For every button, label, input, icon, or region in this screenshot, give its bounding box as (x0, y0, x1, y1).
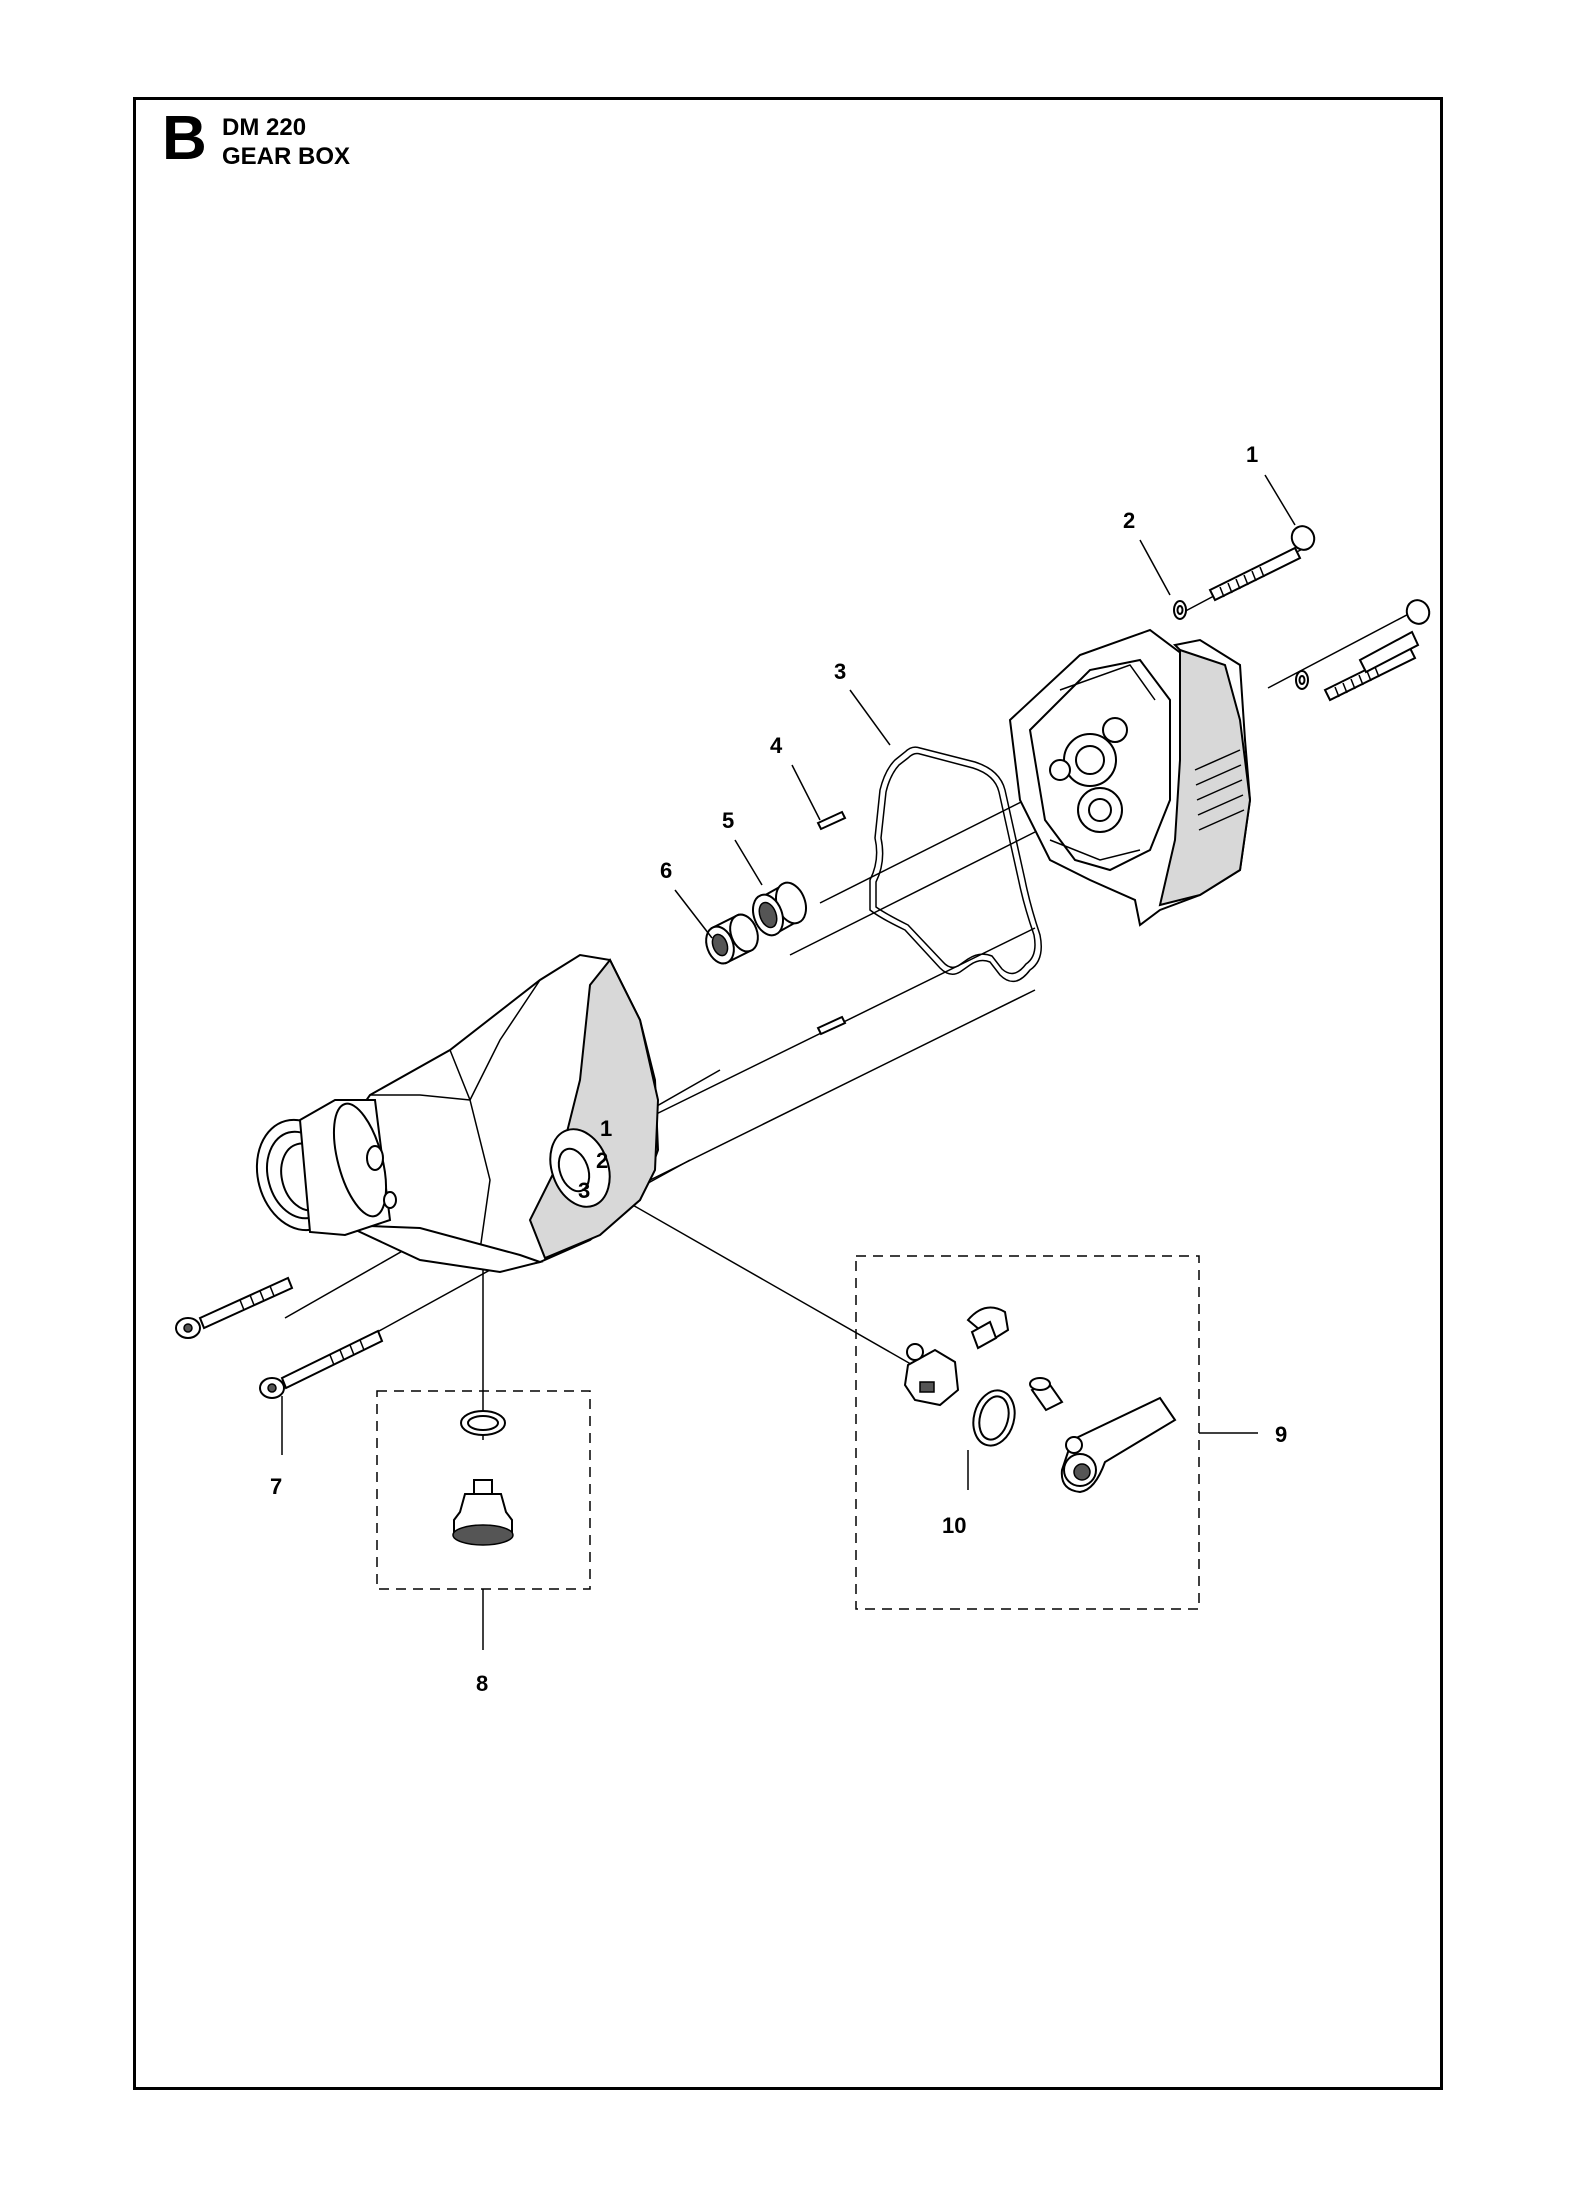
page-frame (133, 97, 1443, 2090)
callout-8: 8 (476, 1671, 488, 1696)
callout-6: 6 (660, 858, 672, 883)
gearbox-cover (1008, 628, 1252, 927)
model-name: DM 220 (222, 114, 307, 141)
callout-2: 2 (1123, 508, 1135, 533)
callout-labels: 1 2 3 4 5 6 7 8 9 10 (270, 442, 1287, 1696)
bearing-part-5 (752, 881, 807, 937)
gear-housing: 1 2 3 (255, 953, 660, 1274)
bolt-part-7 (175, 1276, 384, 1399)
needle-bearing-part-6 (705, 913, 759, 965)
callout-7: 7 (270, 1474, 282, 1499)
assembly-lines (284, 544, 1421, 1483)
gasket-part-3 (869, 746, 1042, 983)
washer-part-2 (1173, 600, 1309, 690)
callout-3: 3 (834, 659, 846, 684)
dial-mark-2: 2 (596, 1148, 608, 1173)
plug-kit-part-8 (376, 1390, 591, 1650)
bolt-part-1 (1208, 525, 1431, 702)
callout-leaders (281, 474, 1296, 1490)
callout-9: 9 (1275, 1422, 1287, 1447)
page-title: GEAR BOX (222, 143, 351, 170)
dial-mark-3: 3 (578, 1178, 590, 1203)
callout-5: 5 (722, 808, 734, 833)
callout-4: 4 (770, 733, 783, 758)
callout-10: 10 (942, 1513, 966, 1538)
dial-mark-1: 1 (600, 1116, 612, 1141)
callout-1: 1 (1246, 442, 1258, 467)
pin-part-4 (816, 810, 847, 1036)
valve-kit-part-9 (855, 1255, 1258, 1610)
section-letter: B (162, 104, 207, 173)
